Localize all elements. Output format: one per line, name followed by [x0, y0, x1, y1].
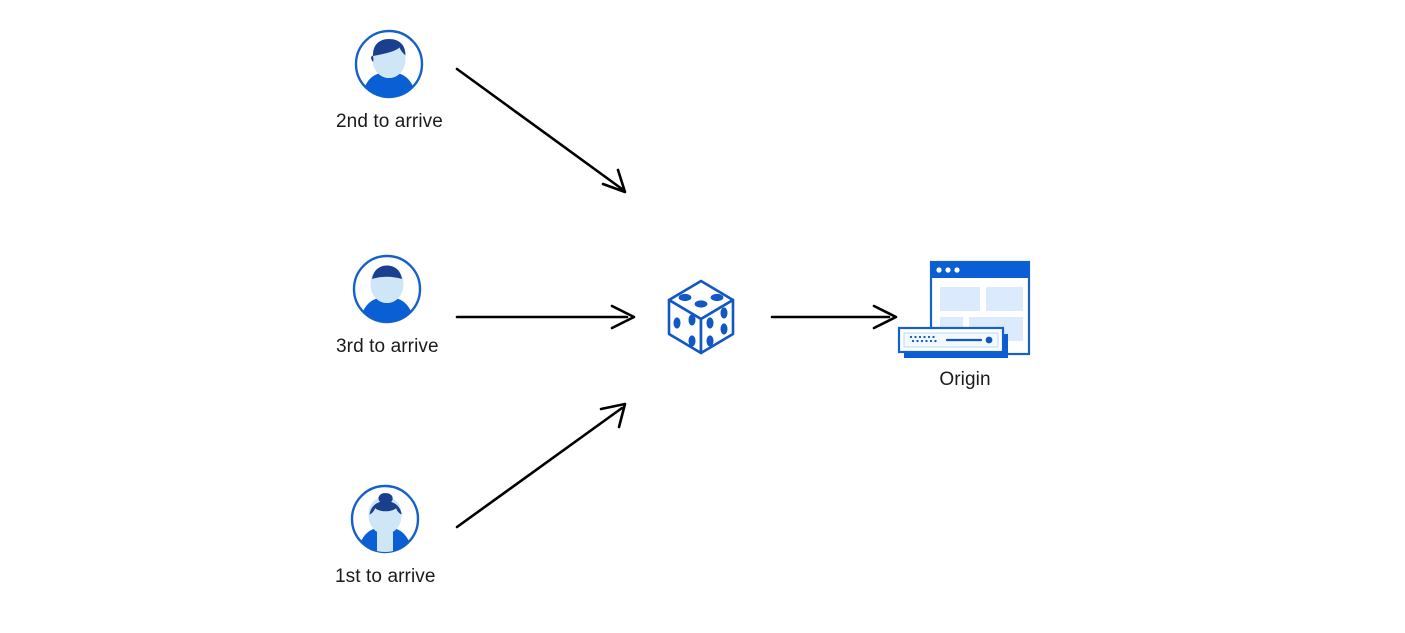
node-label: 2nd to arrive	[336, 111, 443, 132]
node-person-1st[interactable]: 1st to arrive	[335, 483, 436, 589]
arrow-dice-to-origin	[770, 304, 898, 330]
arrow-3rd-to-dice	[455, 304, 636, 330]
arrowhead-icon	[599, 402, 627, 429]
node-label: 3rd to arrive	[336, 336, 439, 357]
user-avatar-icon	[353, 28, 425, 100]
arrowhead-icon	[872, 304, 898, 330]
node-label: Origin	[939, 369, 991, 390]
arrow-2nd-to-dice	[455, 67, 627, 194]
node-person-2nd[interactable]: 2nd to arrive	[336, 28, 443, 134]
arrowhead-icon	[601, 168, 627, 194]
node-label: 1st to arrive	[335, 566, 436, 587]
origin-server-icon	[897, 258, 1033, 358]
user-avatar-icon	[351, 253, 423, 325]
node-origin[interactable]: Origin	[897, 258, 1033, 392]
node-person-3rd[interactable]: 3rd to arrive	[336, 253, 439, 359]
user-avatar-icon	[349, 483, 421, 555]
arrow-1st-to-dice	[455, 402, 627, 529]
router-device-icon	[897, 326, 1008, 358]
arrowhead-icon	[610, 304, 636, 330]
node-dice[interactable]	[658, 273, 744, 359]
dice-cube-icon	[658, 273, 744, 359]
